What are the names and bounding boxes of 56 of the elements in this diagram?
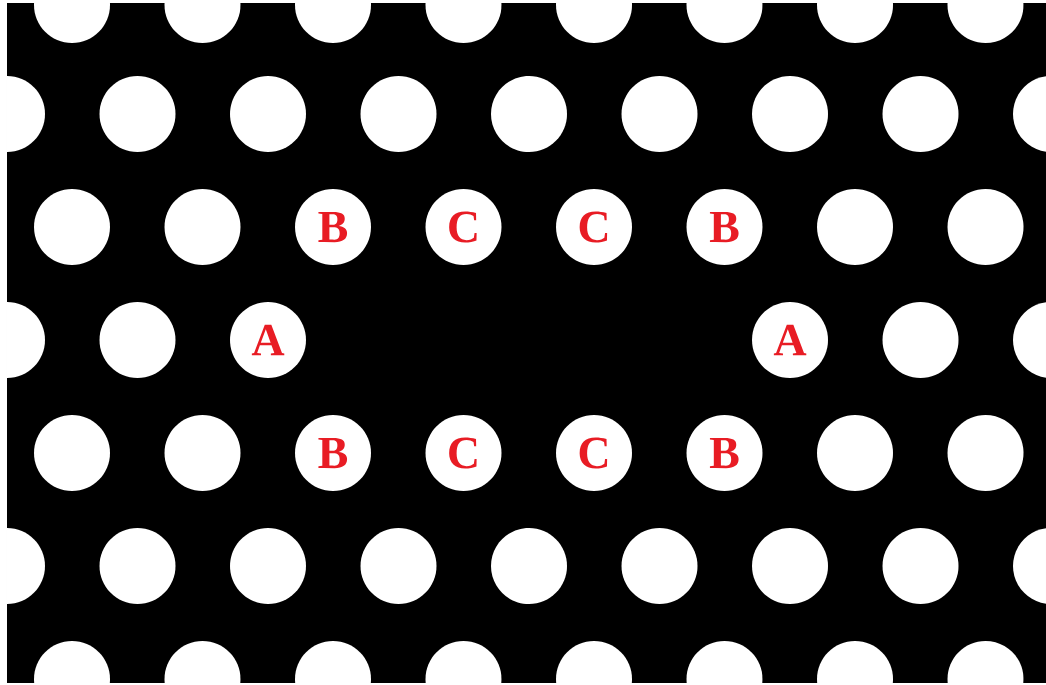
air-hole xyxy=(817,189,893,265)
air-hole xyxy=(99,76,176,152)
air-hole xyxy=(34,415,110,491)
air-hole xyxy=(752,528,828,604)
air-hole xyxy=(817,641,893,683)
labeled-hole: C xyxy=(556,189,632,265)
air-hole xyxy=(1013,528,1046,604)
labeled-hole: B xyxy=(295,415,371,491)
air-hole xyxy=(34,189,110,265)
labeled-hole: B xyxy=(686,189,763,265)
air-hole xyxy=(230,76,306,152)
air-hole xyxy=(7,76,45,152)
labeled-hole: A xyxy=(230,302,306,378)
air-hole xyxy=(882,76,959,152)
labeled-hole: B xyxy=(686,415,763,491)
air-hole xyxy=(491,528,567,604)
air-hole xyxy=(295,641,371,683)
air-hole xyxy=(621,528,698,604)
air-hole xyxy=(34,641,110,683)
air-hole xyxy=(621,76,698,152)
air-hole xyxy=(947,189,1024,265)
labeled-hole: C xyxy=(556,415,632,491)
air-hole xyxy=(360,76,437,152)
air-hole xyxy=(686,641,763,683)
air-hole xyxy=(1013,76,1046,152)
labeled-hole: A xyxy=(752,302,828,378)
air-hole xyxy=(164,189,241,265)
air-hole xyxy=(7,302,45,378)
air-hole xyxy=(295,3,371,43)
air-hole xyxy=(556,3,632,43)
air-hole xyxy=(360,528,437,604)
air-hole xyxy=(425,641,502,683)
air-hole xyxy=(817,415,893,491)
air-hole xyxy=(556,641,632,683)
air-hole xyxy=(99,528,176,604)
air-hole xyxy=(882,302,959,378)
air-hole xyxy=(99,302,176,378)
air-hole xyxy=(164,3,241,43)
air-hole xyxy=(752,76,828,152)
air-hole xyxy=(1013,302,1046,378)
air-hole xyxy=(947,415,1024,491)
labeled-hole: C xyxy=(425,415,502,491)
air-hole xyxy=(686,3,763,43)
air-hole xyxy=(164,641,241,683)
air-hole xyxy=(491,76,567,152)
air-hole xyxy=(34,3,110,43)
air-hole xyxy=(947,3,1024,43)
labeled-hole: C xyxy=(425,189,502,265)
air-hole xyxy=(947,641,1024,683)
air-hole xyxy=(164,415,241,491)
air-hole xyxy=(7,528,45,604)
air-hole xyxy=(425,3,502,43)
air-hole xyxy=(882,528,959,604)
labeled-hole: B xyxy=(295,189,371,265)
air-hole xyxy=(817,3,893,43)
air-hole xyxy=(230,528,306,604)
